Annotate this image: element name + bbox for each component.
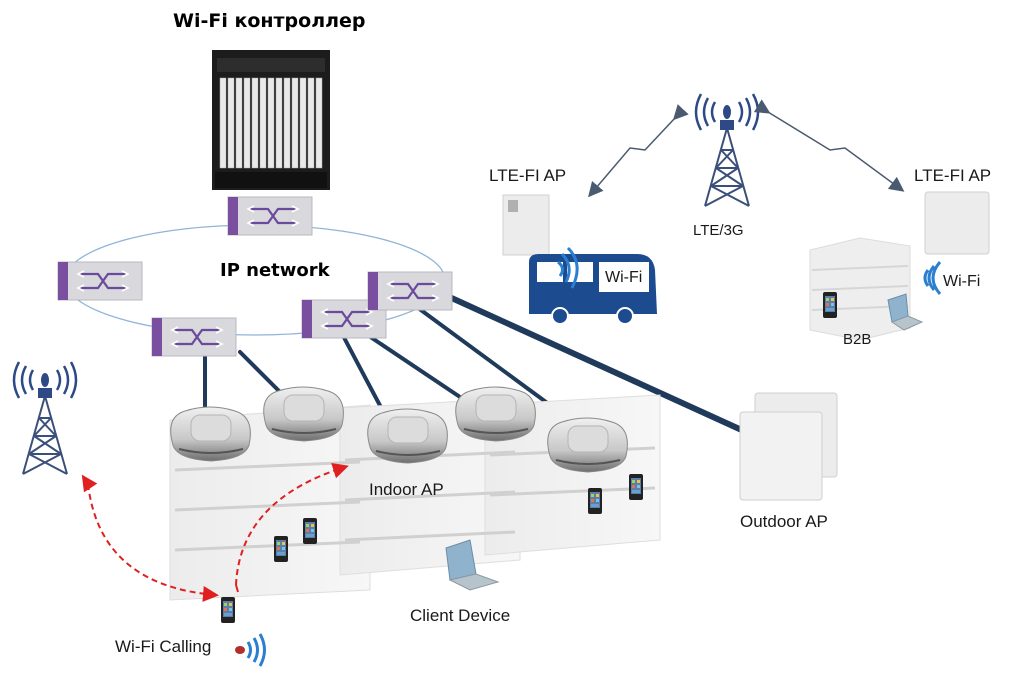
laptop-b2b [887,293,924,331]
b2b-wifi-waves-icon [923,261,942,295]
bus-wifi-label: Wi-Fi [605,269,643,286]
indoor-ap-2 [262,386,345,442]
b2b-wifi-label: Wi-Fi [943,273,981,290]
handover-arrow-1 [87,483,219,602]
switch-left [56,260,144,302]
wifi-calling-label: Wi-Fi Calling [115,637,212,656]
lte-link-left [588,104,689,198]
b2b-building [809,237,911,341]
switch-bottom-left [150,316,238,358]
lte-3g-label: LTE/3G [693,222,744,239]
indoor-ap-3 [366,408,449,464]
indoor-ap-4 [454,386,537,442]
bus-wifi-waves-icon [557,246,579,289]
ip-network-label: IP network [220,260,330,281]
outdoor-ap-devices [739,392,838,501]
outdoor-ap-label: Outdoor AP [740,512,828,531]
cell-tower-left [12,360,78,476]
lte-fi-ap-right-label: LTE-FI AP [914,166,992,185]
bus-icon [529,254,657,325]
ethernet-links [203,292,749,435]
lte-link-right [753,99,905,192]
phone-1 [274,536,288,562]
cell-tower-lte [694,92,760,208]
indoor-ap-5 [546,417,629,473]
client-device-label: Client Device [410,606,511,625]
wifi-controller-chassis [212,50,330,190]
lte-fi-ap-left-label: LTE-FI AP [489,166,567,185]
phone-4 [629,474,643,500]
wifi-calling-signal-icon [235,633,266,667]
laptop-client [445,539,500,591]
switch-right [366,270,454,312]
indoor-ap-1 [169,406,252,462]
phone-3 [588,488,602,514]
switch-top [226,195,314,237]
indoor-ap-label: Indoor AP [369,480,444,499]
lte-fi-ap-left-device [502,194,550,256]
b2b-label: B2B [843,331,872,348]
phone-2 [303,518,317,544]
lte-fi-ap-right-device [924,191,990,255]
phone-wifi-calling [221,597,235,623]
phone-b2b [823,292,837,318]
controller-title: Wi-Fi контроллер [173,10,366,32]
office-buildings [169,394,661,601]
